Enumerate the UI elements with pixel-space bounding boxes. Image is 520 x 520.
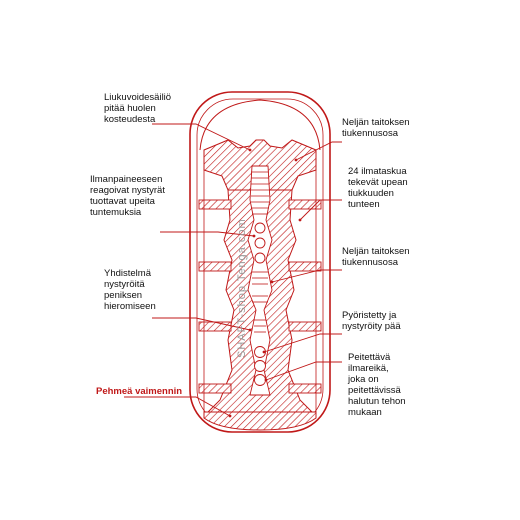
label-tightening-section-middle: Neljän taitoksen tiukennusosa	[342, 246, 410, 268]
watermark-text: SHAFT-shop Tenga.com	[236, 218, 248, 358]
label-pressure-nodes: Ilmanpaineeseen reagoivat nystyrät tuott…	[90, 174, 165, 218]
soft-cushion-base	[203, 411, 317, 431]
channel-ribs	[251, 171, 269, 333]
inner-channel	[247, 165, 273, 396]
leader-endpoints	[228, 148, 302, 418]
label-tightening-section-top: Neljän taitoksen tiukennusosa	[342, 117, 410, 139]
label-rounded-nodes-end: Pyöristetty ja nystyröity pää	[342, 310, 401, 332]
air-pocket-bands	[198, 199, 322, 394]
label-lubricant-reservoir: Liukuvoidesäiliö pitää huolen kosteudest…	[104, 92, 172, 125]
side-walls	[203, 170, 317, 412]
label-combination-nodes: Yhdistelmä nystyröitä peniksen hieromise…	[104, 268, 156, 312]
label-soft-cushion: Pehmeä vaimennin	[96, 386, 183, 397]
leader-lines	[124, 123, 342, 417]
label-air-pockets: 24 ilmataskua tekevät upean tiukkuuden t…	[348, 166, 408, 210]
pressure-nodes	[254, 222, 266, 386]
top-cap-outline	[199, 99, 321, 151]
lubricant-reservoir	[203, 139, 317, 191]
label-air-hole: Peitettävä ilmareikä, joka on peitettävi…	[348, 352, 406, 418]
